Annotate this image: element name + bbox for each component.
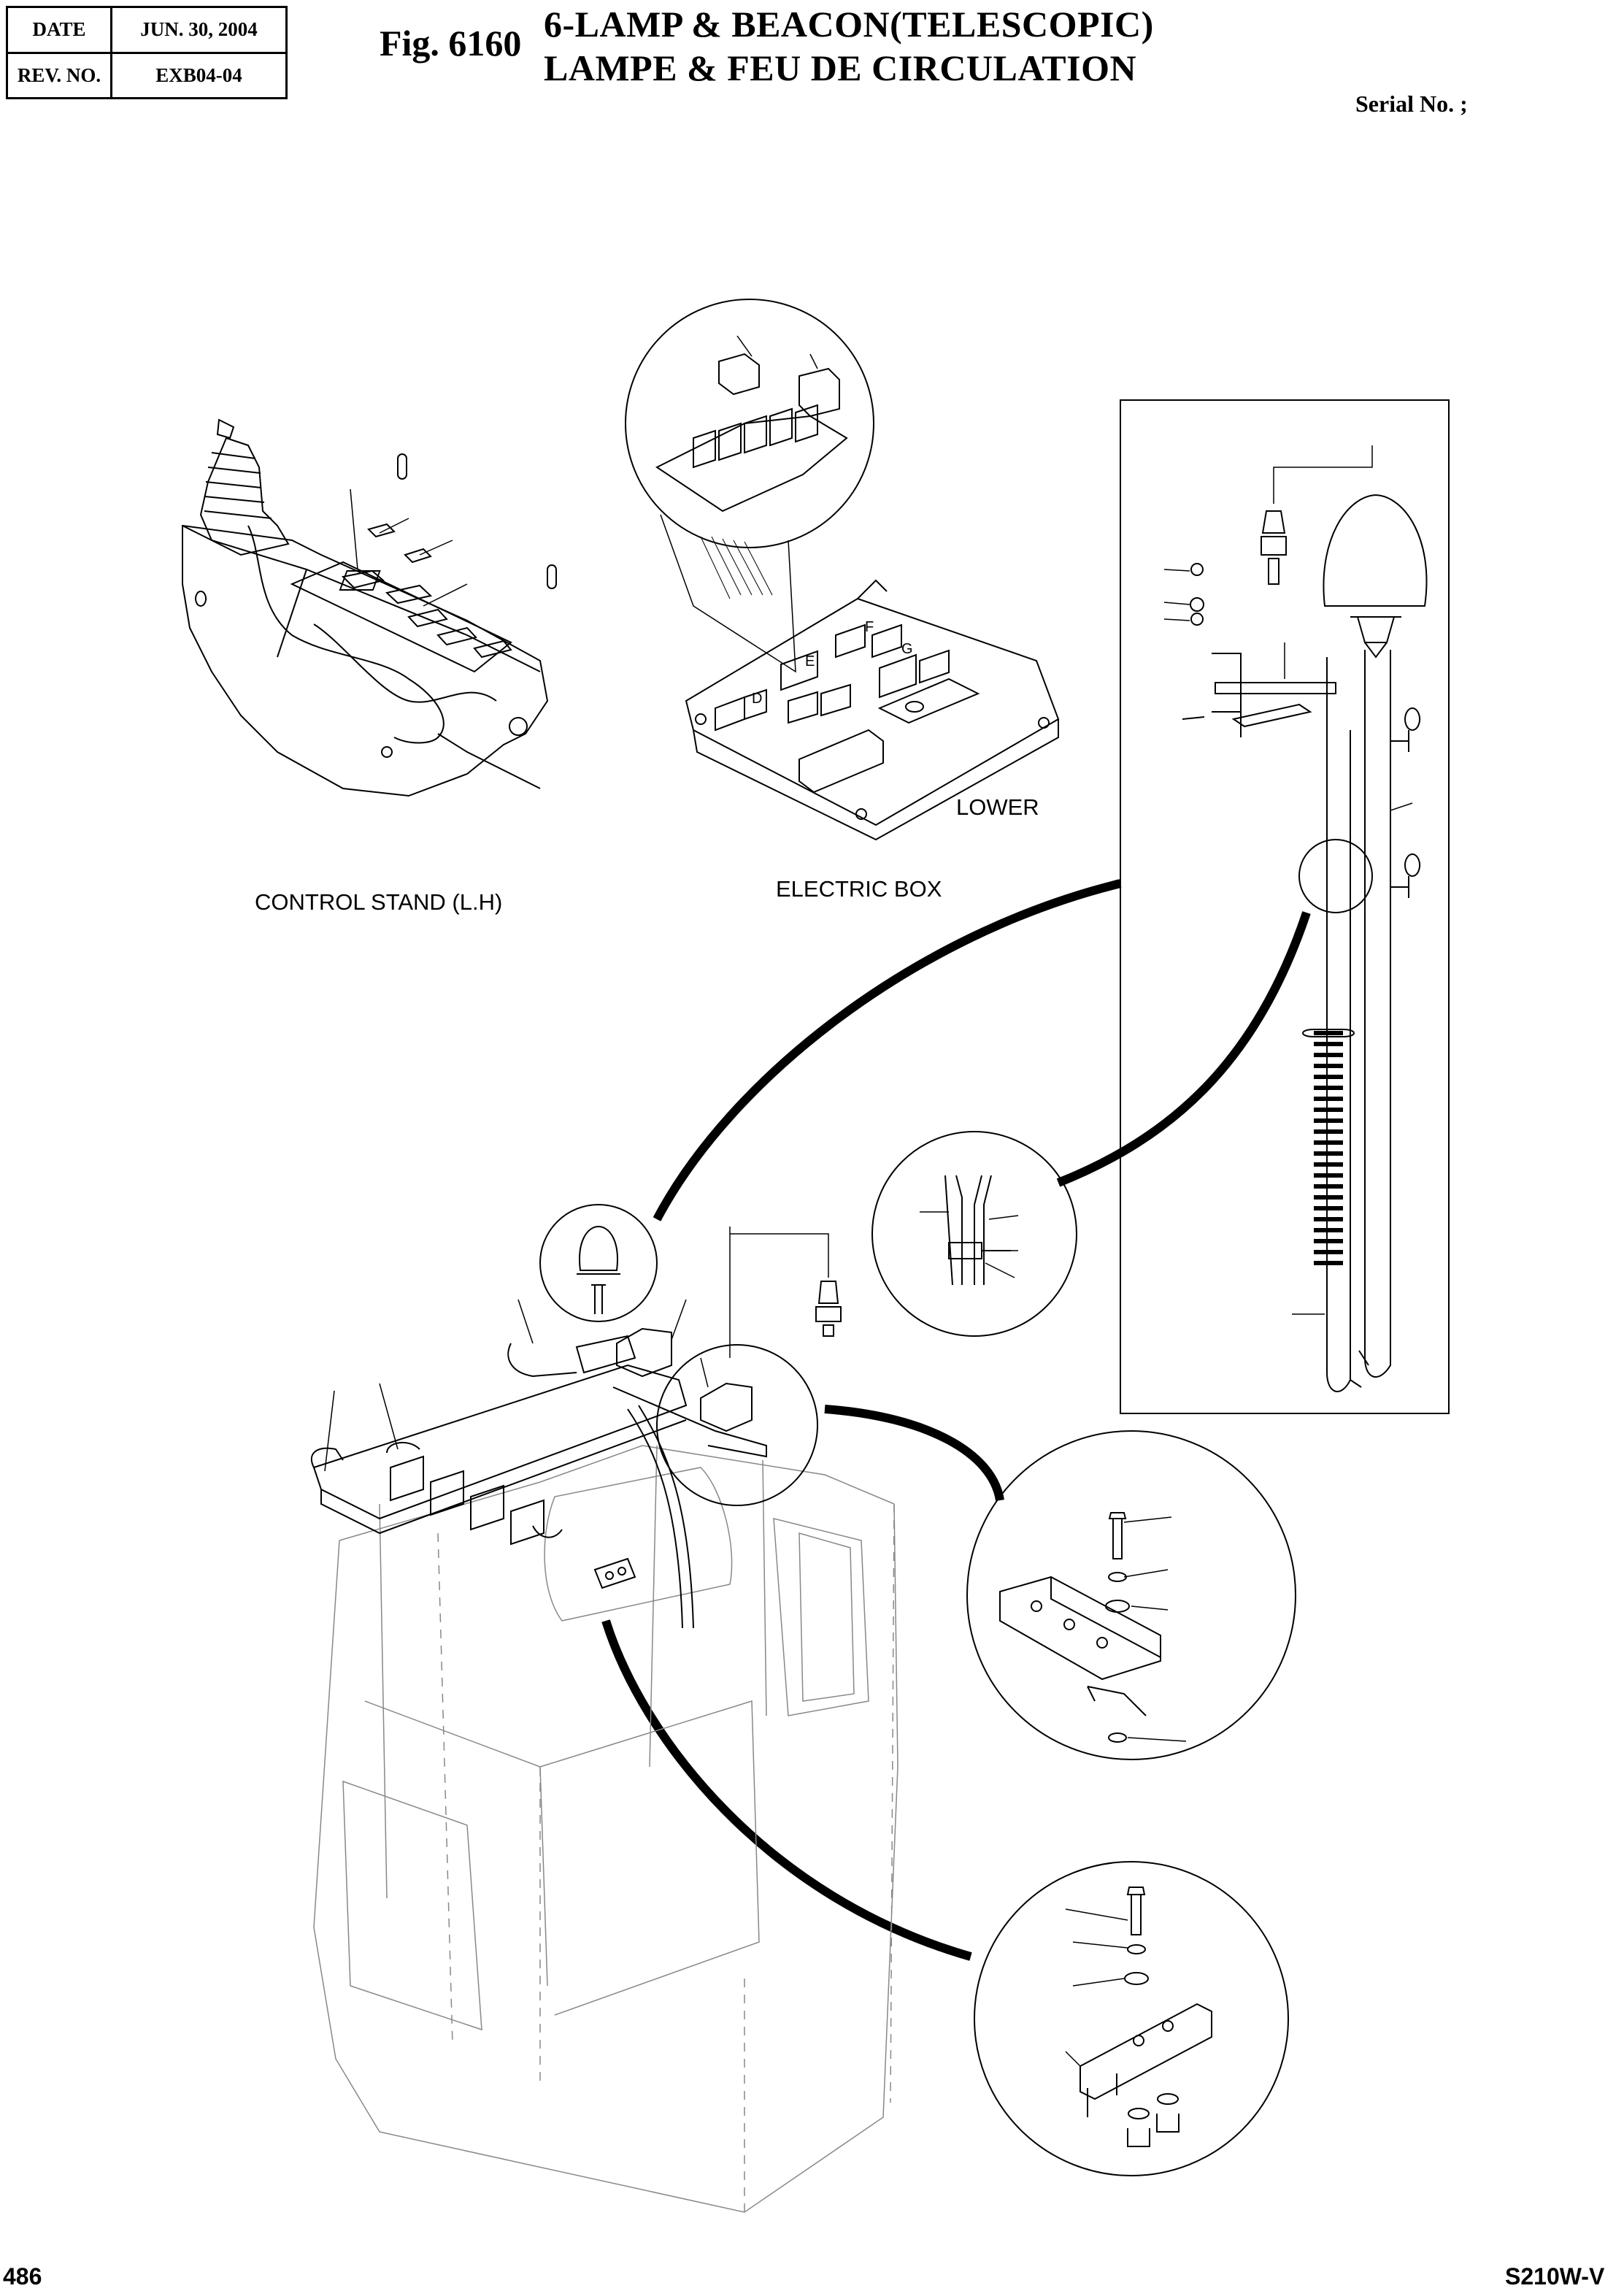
electric-box-drawing: D E F G bbox=[625, 299, 1060, 841]
control-stand-label: CONTROL STAND (L.H) bbox=[255, 889, 503, 915]
relay-label-e: E bbox=[805, 653, 815, 669]
model-number: S210W-V bbox=[1505, 2263, 1605, 2290]
date-label: DATE bbox=[6, 6, 112, 54]
cab-assembly bbox=[310, 1227, 898, 2213]
title-french: LAMPE & FEU DE CIRCULATION bbox=[544, 47, 1137, 88]
beacon-detail-panel bbox=[1120, 399, 1450, 1414]
rev-value: EXB04-04 bbox=[110, 51, 288, 99]
electric-box-label: ELECTRIC BOX bbox=[776, 876, 942, 902]
figure-number: Fig. 6160 bbox=[380, 23, 522, 64]
lower-label: LOWER bbox=[956, 794, 1039, 820]
relay-label-d: D bbox=[752, 691, 762, 707]
beacon-closeup bbox=[539, 1204, 658, 1322]
revision-table: DATE JUN. 30, 2004 REV. NO. EXB04-04 bbox=[6, 6, 288, 99]
work-lamp-bulb bbox=[730, 1233, 842, 1337]
bracket-detail-2 bbox=[974, 1861, 1289, 2176]
relay-label-f: F bbox=[865, 619, 874, 635]
relay-label-g: G bbox=[901, 641, 913, 657]
control-stand-drawing bbox=[182, 418, 557, 797]
bracket-detail-1 bbox=[966, 1430, 1296, 1760]
page-number: 486 bbox=[3, 2263, 42, 2290]
connector-arcs bbox=[601, 879, 1311, 1961]
serial-number: Serial No. ; bbox=[1355, 91, 1468, 117]
title-english: 6-LAMP & BEACON(TELESCOPIC) bbox=[544, 4, 1154, 45]
rev-label: REV. NO. bbox=[6, 51, 112, 99]
bolt-detail-circle bbox=[871, 1131, 1077, 1337]
date-value: JUN. 30, 2004 bbox=[110, 6, 288, 54]
